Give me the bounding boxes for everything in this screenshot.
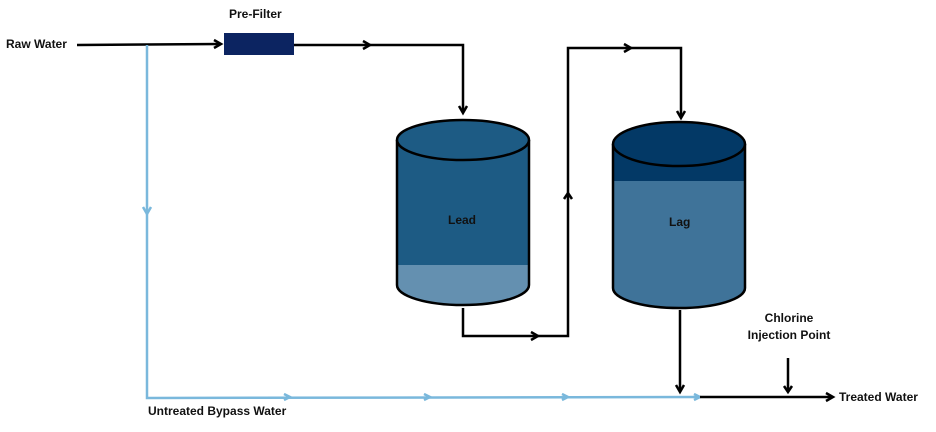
bypass-arrowhead <box>561 392 571 402</box>
raw-water-label: Raw Water <box>6 37 67 51</box>
chlorine-label-line1: Chlorine <box>764 311 814 325</box>
bypass-label: Untreated Bypass Water <box>148 404 287 418</box>
lag-label: Lag <box>669 215 691 229</box>
arrowhead <box>825 391 836 403</box>
chlorine-label-line2: Injection Point <box>747 328 831 342</box>
arrowhead <box>782 385 794 395</box>
bypass-line <box>145 45 701 400</box>
raw-water-arrowhead <box>213 38 224 50</box>
pre-filter-label: Pre-Filter <box>229 7 282 21</box>
prefilter-to-lead-line <box>294 43 465 113</box>
lead-tank <box>395 118 531 307</box>
arrowhead <box>457 105 469 116</box>
arrowhead <box>362 39 373 51</box>
arrowhead <box>530 330 541 342</box>
arrowhead <box>675 110 687 121</box>
arrowhead <box>623 42 634 54</box>
raw-water-line <box>76 42 221 47</box>
pre-filter-box <box>224 33 294 55</box>
lag-tank <box>611 120 747 310</box>
bypass-arrowhead <box>141 206 153 217</box>
bypass-arrowhead <box>283 392 293 402</box>
arrowhead <box>562 190 574 200</box>
bypass-arrowhead <box>423 392 433 402</box>
treated-water-label: Treated Water <box>839 390 918 404</box>
arrowhead <box>674 384 686 395</box>
lead-label: Lead <box>448 213 477 227</box>
